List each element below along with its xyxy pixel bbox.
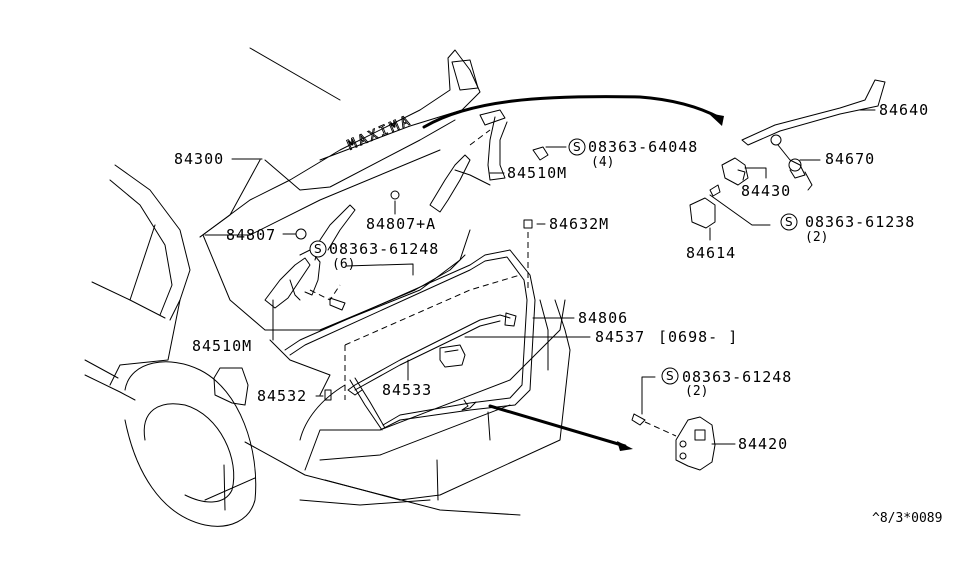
fastener-61248-bottom[interactable]: S 08363-61248 (2) [661,367,792,399]
label-84640[interactable]: 84640 [879,101,929,119]
clip-drawing [324,389,332,401]
screw-lock-drawing [709,184,721,197]
label-84614[interactable]: 84614 [686,244,736,262]
cable-drawing [347,312,517,396]
car-body-outline [84,47,571,527]
standard-part-symbol: S [666,369,674,383]
leader-lines [231,109,876,445]
arrow-lid-to-lock [422,95,724,129]
qty-08363-61248-top: (6) [332,257,355,272]
label-84510m-upper[interactable]: 84510M [507,164,567,182]
brand-text: MAXIMA [345,112,414,154]
standard-part-icon [661,367,679,385]
bumper-rubber-left [295,228,307,240]
label-84537[interactable]: 84537 [595,328,645,346]
label-84300[interactable]: 84300 [174,150,224,168]
rod-drawing [741,79,886,146]
fastener-61248-top[interactable]: S 08363-61248 (6) [309,240,439,272]
label-08363-61248-top[interactable]: 08363-61248 [329,240,439,258]
label-84632m[interactable]: 84632M [549,215,609,233]
label-84420[interactable]: 84420 [738,435,788,453]
qty-08363-64048: (4) [591,155,614,170]
standard-part-icon [568,138,586,156]
stopper-drawing [523,219,533,290]
reference-code: ^8/3*0089 [872,511,942,526]
label-84532[interactable]: 84532 [257,387,307,405]
standard-part-icon [309,240,327,258]
label-84533[interactable]: 84533 [382,381,432,399]
label-84430[interactable]: 84430 [741,182,791,200]
screw-top-drawing [532,146,549,161]
fastener-64048[interactable]: S 08363-64048 (4) [568,138,698,170]
part-labels: 84300 84807 84807+A 84510M 84510M 84632M… [174,101,929,453]
standard-part-symbol: S [314,242,322,256]
standard-part-symbol: S [573,140,581,154]
cover-drawing [689,197,716,229]
bumper-rubber-right [390,190,400,200]
label-84537-note: [0698- ] [658,328,738,346]
label-84807[interactable]: 84807 [226,226,276,244]
qty-08363-61238: (2) [805,230,828,245]
label-84510m-lower[interactable]: 84510M [192,337,252,355]
label-08363-61238[interactable]: 08363-61238 [805,213,915,231]
label-84806[interactable]: 84806 [578,309,628,327]
fastener-61238[interactable]: S 08363-61238 (2) [780,213,915,245]
screw-left-drawing [329,297,346,311]
standard-part-symbol: S [785,215,793,229]
striker-drawing [631,413,716,471]
hinge-right-drawing [429,109,508,213]
label-08363-61248-bottom[interactable]: 08363-61248 [682,368,792,386]
key-cylinder-drawing [770,134,813,191]
opener-drawing [439,344,466,368]
qty-08363-61248-bottom: (2) [685,384,708,399]
label-08363-64048[interactable]: 08363-64048 [588,138,698,156]
label-84670[interactable]: 84670 [825,150,875,168]
label-84807a[interactable]: 84807+A [366,215,436,233]
standard-part-icon [780,213,798,231]
arrow-bumper-to-striker [488,404,633,451]
lock-drawing [721,157,749,186]
